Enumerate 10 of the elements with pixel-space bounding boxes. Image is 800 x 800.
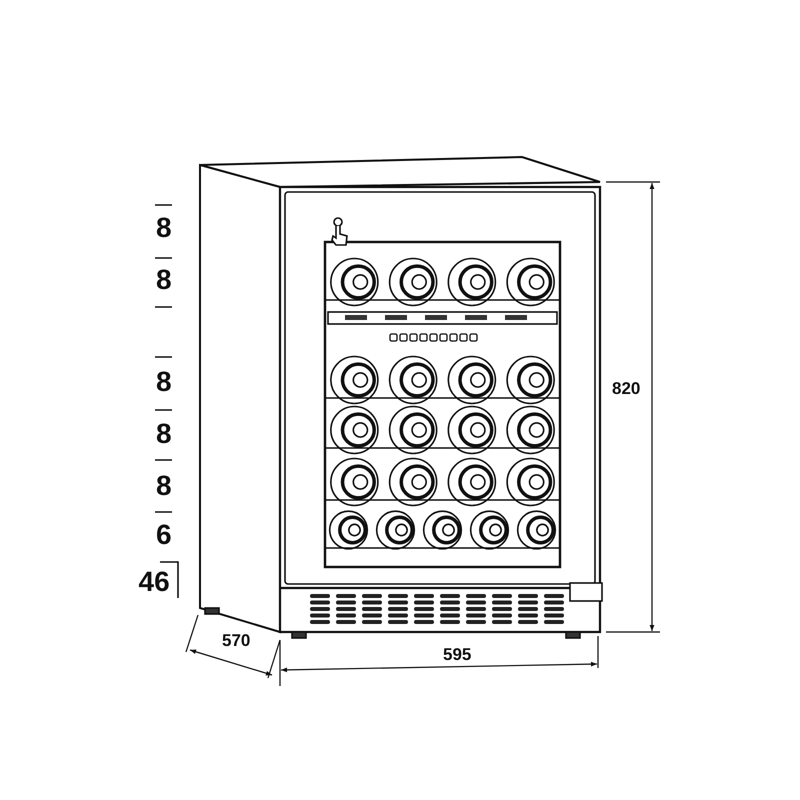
dimension-label: 8 — [156, 214, 172, 242]
dimension-label: 595 — [443, 646, 472, 662]
dimension-label: 820 — [612, 380, 640, 396]
dimension-label: 8 — [156, 420, 172, 448]
dimension-label: 6 — [156, 521, 172, 549]
dimension-label: 8 — [156, 472, 172, 500]
dimension-label: 8 — [156, 266, 172, 294]
dimension-label: 46 — [138, 568, 170, 596]
dimension-label: 570 — [222, 632, 250, 648]
dimension-label: 8 — [156, 368, 172, 396]
